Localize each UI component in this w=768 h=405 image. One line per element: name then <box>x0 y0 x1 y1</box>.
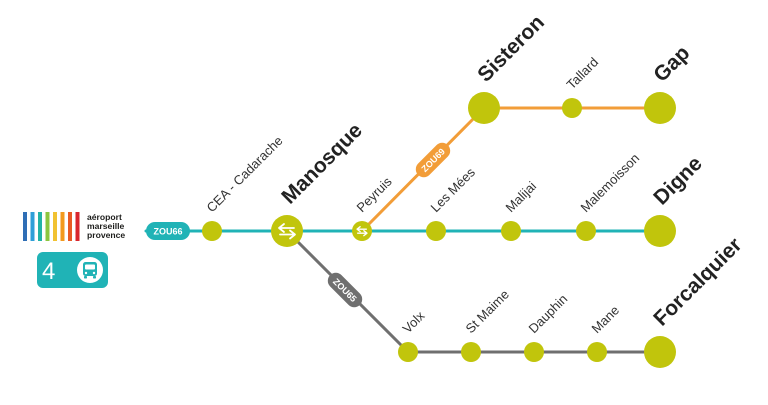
logo-line-3: provence <box>87 230 125 240</box>
logo-stripe <box>30 212 35 241</box>
stop-peyruis-dot <box>352 221 372 241</box>
stop-dauphin-label: Dauphin <box>526 291 571 336</box>
stop-sisteron-dot <box>468 92 500 124</box>
interchange-icon <box>356 225 368 237</box>
logo-stripe <box>75 212 80 241</box>
stop-forcalquier-label: Forcalquier <box>649 233 746 330</box>
logo-line-1: aéroport <box>87 212 122 222</box>
stop-stmaime-label: St Maime <box>463 287 512 336</box>
line-pill-zou66: ZOU66 <box>146 222 190 240</box>
stop-lesmees-dot <box>426 221 446 241</box>
interchange-icon <box>278 223 296 240</box>
stop-stmaime-dot <box>461 342 481 362</box>
stop-peyruis-label: Peyruis <box>354 174 396 216</box>
line-label-zou66: ZOU66 <box>153 227 182 237</box>
stop-manosque-dot <box>271 215 303 247</box>
logo-stripe <box>60 212 65 241</box>
stop-tallard-label: Tallard <box>564 54 602 92</box>
stop-malijai-label: Malijai <box>503 178 540 215</box>
route-number: 4 <box>42 258 55 285</box>
logo-stripe <box>53 212 57 241</box>
stop-volx-label: Volx <box>400 308 428 336</box>
stop-gap-label: Gap <box>649 41 694 86</box>
stop-labels: CEA - Cadarache Manosque Peyruis Les Mée… <box>204 11 747 336</box>
stop-volx-dot <box>398 342 418 362</box>
airport-logo: aéroport marseille provence <box>23 212 125 241</box>
logo-line-2: marseille <box>87 221 124 231</box>
stop-digne-label: Digne <box>649 152 707 210</box>
logo-stripe <box>68 212 72 241</box>
stop-forcalquier-dot <box>644 336 676 368</box>
stop-cea-dot <box>202 221 222 241</box>
stop-malemoisson-label: Malemoisson <box>578 150 643 215</box>
stop-lesmees-label: Les Mées <box>428 164 479 215</box>
stop-sisteron-label: Sisteron <box>473 11 549 87</box>
stop-dauphin-dot <box>524 342 544 362</box>
stop-gap-dot <box>644 92 676 124</box>
stop-cea-label: CEA - Cadarache <box>204 133 286 215</box>
stop-digne-dot <box>644 215 676 247</box>
logo-stripes <box>23 212 80 241</box>
stop-malijai-dot <box>501 221 521 241</box>
stop-mane-dot <box>587 342 607 362</box>
bus-icon <box>77 257 103 283</box>
stop-manosque-label: Manosque <box>277 119 367 209</box>
logo-stripe <box>45 212 50 241</box>
logo-stripe <box>38 212 42 241</box>
logo-stripe <box>23 212 27 241</box>
stop-tallard-dot <box>562 98 582 118</box>
route-badge: 4 <box>37 252 108 288</box>
line-pill-zou69: ZOU69 <box>415 142 451 178</box>
stop-malemoisson-dot <box>576 221 596 241</box>
stops <box>202 92 676 368</box>
stop-mane-label: Mane <box>589 303 623 337</box>
